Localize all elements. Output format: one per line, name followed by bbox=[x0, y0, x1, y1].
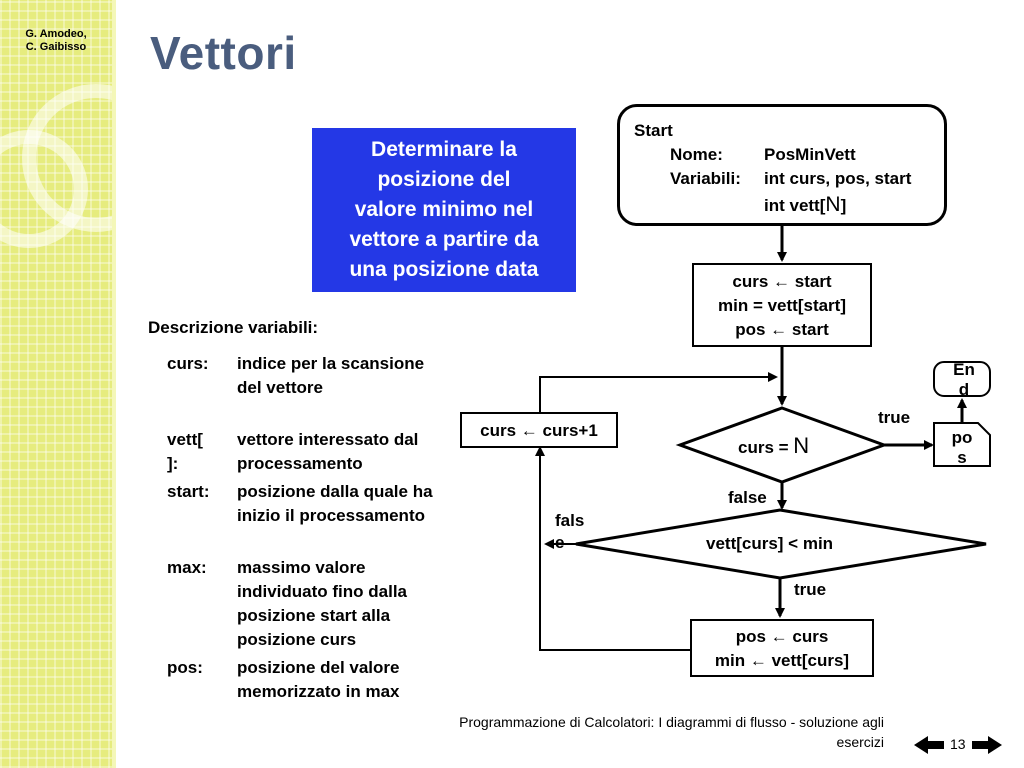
decision-1-prefix: curs = bbox=[738, 438, 794, 457]
variable-term: pos: bbox=[167, 658, 203, 677]
vars-value-2-suffix: ] bbox=[840, 196, 847, 215]
page-number: 13 bbox=[950, 736, 966, 752]
increment-process-box: curs ← curs+1 bbox=[460, 412, 618, 448]
start-block: Start Nome: PosMinVett Variabili: int cu… bbox=[617, 104, 947, 226]
name-value: PosMinVett bbox=[764, 145, 856, 164]
output-line-1: po bbox=[951, 428, 973, 447]
footer-text: Programmazione di Calcolatori: I diagram… bbox=[340, 712, 884, 752]
name-key: Nome: bbox=[670, 145, 723, 164]
label-false-1: false bbox=[728, 488, 767, 507]
output-line-2: s bbox=[957, 448, 967, 467]
vars-key: Variabili: bbox=[670, 169, 741, 188]
variable-desc: vettore interessato dal processamento bbox=[237, 430, 419, 473]
variable-desc: posizione dalla quale ha inizio il proce… bbox=[237, 482, 433, 525]
output-text: po s bbox=[948, 428, 976, 468]
authors: G. Amodeo, C. Gaibisso bbox=[16, 28, 96, 54]
init-line-1: curs ← start bbox=[732, 272, 832, 291]
left-arrow-icon[interactable] bbox=[914, 736, 944, 754]
variables-heading: Descrizione variabili: bbox=[148, 318, 319, 337]
end-line-2: d bbox=[958, 380, 970, 399]
authors-line-2: C. Gaibisso bbox=[25, 41, 87, 53]
label-false-2-line-1: fals bbox=[555, 511, 585, 530]
variable-desc: posizione del valore memorizzato in max bbox=[237, 658, 400, 701]
init-line-2: min = vett[start] bbox=[718, 296, 846, 315]
vars-value-2: int vett[N] bbox=[764, 193, 846, 217]
variable-desc: massimo valore individuato fino dalla po… bbox=[237, 558, 407, 649]
label-false-2: fals e bbox=[555, 510, 584, 554]
variable-desc: indice per la scansione del vettore bbox=[237, 354, 425, 397]
variable-term: vett[ ]: bbox=[167, 430, 203, 473]
slide-title: Vettori bbox=[150, 27, 297, 79]
task-text: Determinare la posizione del valore mini… bbox=[349, 138, 539, 281]
end-line-1: En bbox=[953, 360, 975, 379]
update-process-box: pos ← curs min ← vett[curs] bbox=[690, 619, 874, 677]
vars-value-2-n: N bbox=[825, 193, 841, 216]
footer-line-1: Programmazione di Calcolatori: I diagram… bbox=[459, 714, 884, 730]
update-line-1: pos ← curs bbox=[735, 627, 829, 646]
init-process-box: curs ← start min = vett[start] pos ← sta… bbox=[692, 263, 872, 347]
start-label: Start bbox=[634, 121, 673, 140]
variable-term: start: bbox=[167, 482, 210, 501]
output-document-shape bbox=[933, 422, 991, 467]
authors-line-1: G. Amodeo, bbox=[25, 28, 87, 40]
label-true-1: true bbox=[878, 408, 911, 427]
end-text: En d bbox=[950, 360, 978, 400]
sidebar-decoration bbox=[0, 0, 170, 768]
variable-term: curs: bbox=[167, 354, 209, 373]
footer-line-2: esercizi bbox=[836, 734, 884, 750]
end-terminal-shape bbox=[933, 361, 991, 397]
variable-term: max: bbox=[167, 558, 207, 577]
init-line-3: pos ← start bbox=[735, 320, 829, 339]
decision-1-text: curs = N bbox=[738, 433, 809, 459]
task-box: Determinare la posizione del valore mini… bbox=[312, 128, 576, 292]
vars-value-1: int curs, pos, start bbox=[764, 169, 912, 188]
sidebar-edge bbox=[112, 0, 116, 768]
increment-text: curs ← curs+1 bbox=[480, 421, 598, 440]
label-false-2-line-2: e bbox=[555, 533, 565, 552]
arrow-update-to-increment bbox=[535, 446, 690, 651]
vars-value-2-prefix: int vett[ bbox=[764, 196, 826, 215]
decision-2-text: vett[curs] < min bbox=[706, 534, 834, 553]
decision-1-n: N bbox=[793, 433, 810, 458]
label-true-2: true bbox=[794, 580, 827, 599]
update-line-2: min ← vett[curs] bbox=[714, 651, 850, 670]
right-arrow-icon[interactable] bbox=[972, 736, 1002, 754]
